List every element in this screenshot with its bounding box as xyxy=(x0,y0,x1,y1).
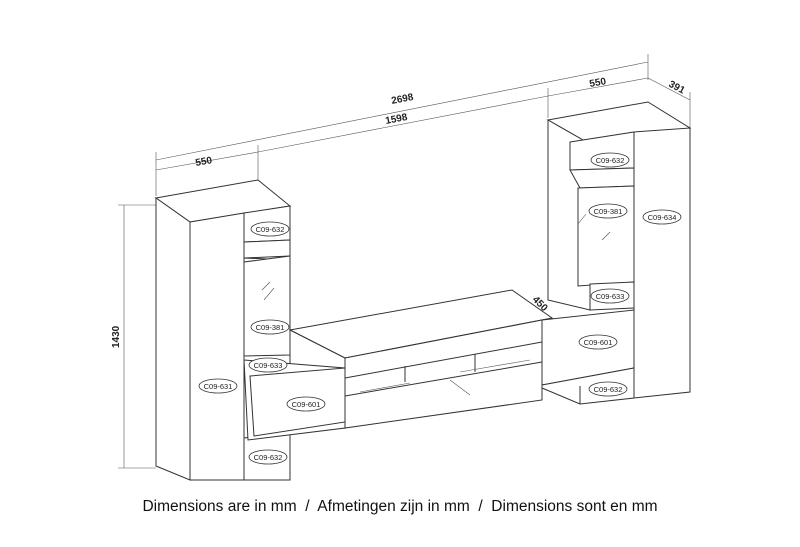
dim-height: 1430 xyxy=(111,325,122,348)
part-label-left-glass: C09-381 xyxy=(256,323,285,332)
part-label-left-side: C09-631 xyxy=(204,382,233,391)
part-label-left-lower-shelf: C09-633 xyxy=(254,361,283,370)
part-label-left-bottom: C09-632 xyxy=(254,453,283,462)
part-label-right-glass: C09-381 xyxy=(594,207,623,216)
part-label-right-bottom: C09-632 xyxy=(594,385,623,394)
part-label-right-side: C09-634 xyxy=(648,213,677,222)
dim-inner-width: 1598 xyxy=(384,112,408,127)
left-tall-cabinet xyxy=(154,179,292,481)
dim-total-width: 2698 xyxy=(390,92,414,107)
furniture-technical-drawing: 2698 1598 550 550 391 1430 450 xyxy=(111,54,692,481)
part-label-left-top-shelf: C09-632 xyxy=(256,225,285,234)
dim-left-width: 550 xyxy=(195,155,214,169)
part-label-right-lower-shelf: C09-633 xyxy=(596,292,625,301)
part-labels: C09-632 C09-381 C09-633 C09-631 C09-601 … xyxy=(198,152,682,465)
tv-stand xyxy=(243,289,635,441)
dim-right-width: 550 xyxy=(589,76,608,90)
part-label-right-drawer: C09-601 xyxy=(584,338,613,347)
part-label-left-drawer: C09-601 xyxy=(292,400,321,409)
dim-depth-tall: 391 xyxy=(667,79,687,97)
units-caption: Dimensions are in mm / Afmetingen zijn i… xyxy=(142,498,658,515)
part-label-right-top-shelf: C09-632 xyxy=(596,156,625,165)
